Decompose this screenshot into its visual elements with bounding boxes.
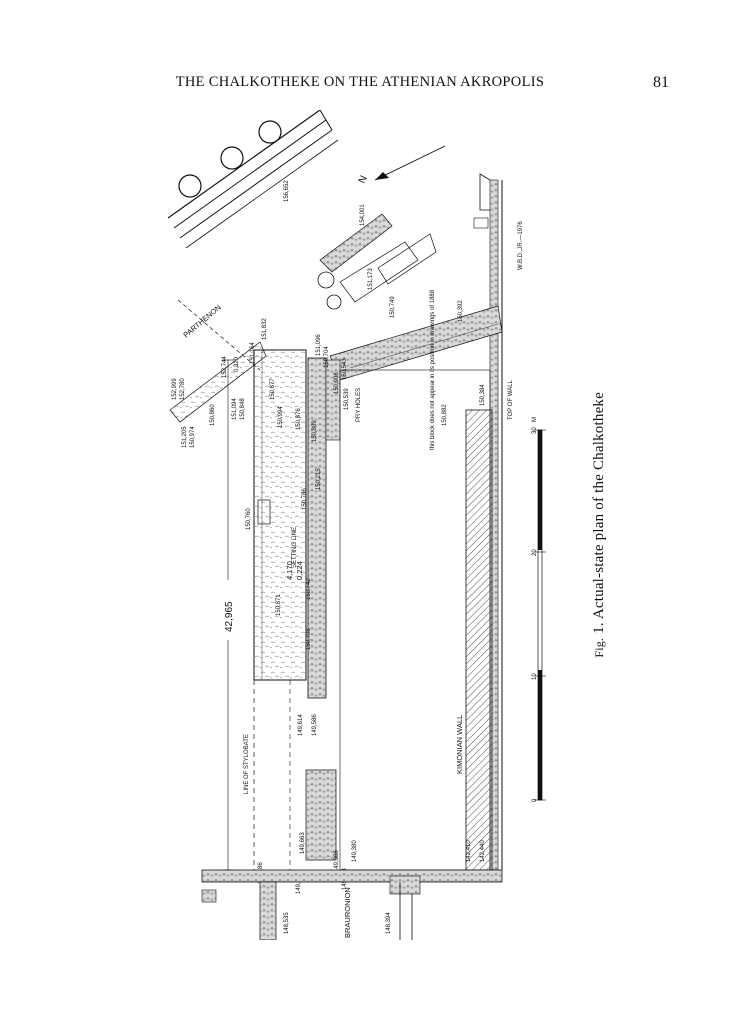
scale-tick-10: 10	[532, 673, 538, 680]
elev-150760: 150,760	[246, 508, 252, 530]
sw-rubble	[305, 769, 337, 861]
caption-prefix: Fig.	[592, 637, 606, 658]
elev-148535: 148,535	[284, 912, 290, 934]
running-head: THE CHALKOTHEKE ON THE ATHENIAN AKROPOLI…	[175, 74, 545, 90]
elev-150809: 150,809	[312, 420, 318, 442]
parthenon-label: PARTHENON	[182, 303, 223, 340]
elev-151096: 151,096	[316, 334, 322, 356]
elev-150742: 150,742	[306, 578, 312, 600]
block-note: this block does not appear in its positi…	[430, 289, 436, 450]
elev-142440: 142,440	[480, 840, 486, 862]
elev-150974: 150,974	[190, 426, 196, 448]
elev-150392: 150,392	[458, 300, 464, 322]
elev-154001: 154,001	[360, 204, 366, 226]
elev-149380: 149,380	[352, 840, 358, 862]
elev-149386: 149,386	[334, 850, 340, 872]
chalkotheke-foundation	[307, 357, 341, 699]
elev-150215: 150,215	[316, 468, 322, 490]
elev-150704: 150,704	[324, 346, 330, 368]
elev-151094: 151,094	[232, 398, 238, 420]
elev-150543: 150,543	[342, 358, 348, 380]
dimension-inner-b: 0,224	[295, 561, 304, 580]
elev-150384: 150,384	[480, 384, 486, 406]
elev-150798: 150,798	[306, 628, 312, 650]
scale-tick-30: 30	[532, 427, 538, 434]
elev-152744: 152,744	[222, 356, 228, 378]
chalkotheke-west-stylobate	[253, 349, 307, 681]
elev-148394: 148,394	[386, 912, 392, 934]
figure-caption: Fig. 1. Actual-state plan of the Chalkot…	[591, 392, 607, 658]
elev-142410: 142,410	[466, 840, 472, 862]
elev-150876: 150,876	[296, 408, 302, 430]
elev-149663: 149,663	[300, 832, 306, 854]
elev-150539: 150,539	[344, 388, 350, 410]
scale-bar	[534, 429, 546, 801]
elev-152999: 152,999	[172, 378, 178, 400]
page-number: 81	[653, 74, 669, 91]
elev-149002: 149,002	[296, 872, 302, 894]
parthenon-steps	[167, 110, 339, 249]
brauronion-label: BRAURONION	[343, 887, 352, 938]
elev-149614: 149,614	[298, 714, 304, 736]
north-arrow: N	[357, 145, 446, 185]
chalkotheke-plan: 156,652 N W.B.D.,JR.—1976 154,001 151,17…	[167, 110, 546, 940]
scale-unit: M	[532, 417, 538, 422]
elev-150749: 150,749	[390, 296, 396, 318]
dimension-main: 42,965	[224, 601, 235, 632]
line-of-stylobate-label: LINE OF STYLOBATE	[244, 734, 250, 794]
elev-150860: 150,860	[210, 404, 216, 426]
setting-line-label: SETTING LINE	[292, 527, 298, 568]
brauronion-walls	[201, 869, 503, 940]
elev-156652: 156,652	[284, 180, 290, 202]
elev-150882: 150,882	[442, 404, 448, 426]
kimonian-wall	[465, 409, 493, 871]
drawing-credit: W.B.D.,JR.—1976	[518, 221, 524, 270]
elev-150994: 150,994	[278, 406, 284, 428]
kimonian-wall-label: KIMONIAN WALL	[455, 715, 464, 774]
dimension-corner: 0,320	[234, 356, 240, 372]
top-of-wall-label: TOP OF WALL	[508, 379, 514, 420]
elev-150877: 150,877	[270, 378, 276, 400]
elev-151832: 151,832	[262, 318, 268, 340]
elev-151173: 151,173	[368, 268, 374, 290]
elev-150848: 150,848	[240, 398, 246, 420]
caption-text: 1. Actual-state plan of the Chalkotheke	[591, 392, 607, 634]
elev-152780: 152,780	[180, 378, 186, 400]
elev-149586: 149,586	[312, 714, 318, 736]
elev-151164: 151,164	[250, 342, 256, 364]
dimension-inner-a: 4,170	[285, 561, 294, 580]
scale-tick-20: 20	[532, 549, 538, 556]
elev-150908: 150,908	[334, 372, 340, 394]
north-label: N	[357, 174, 370, 185]
elev-150871: 150,871	[276, 594, 282, 616]
north-rubble	[317, 213, 437, 310]
elev-151205: 151,205	[182, 426, 188, 448]
elev-150786: 150,786	[302, 488, 308, 510]
pry-holes-label: PRY HOLES	[356, 388, 362, 422]
scale-tick-0: 0	[532, 798, 538, 802]
north-wall	[329, 305, 503, 381]
